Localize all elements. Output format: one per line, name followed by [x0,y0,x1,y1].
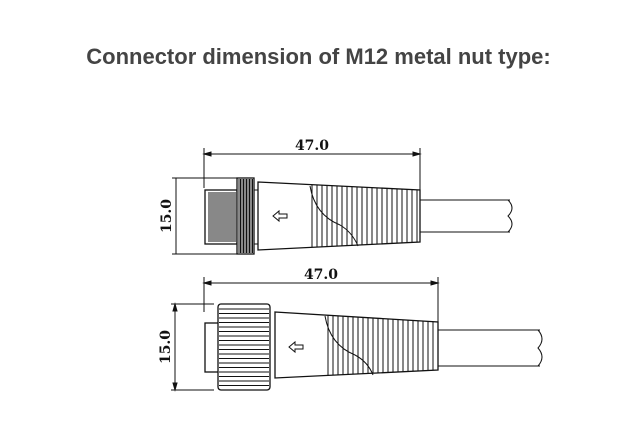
overmold-body [274,311,439,379]
arrow-left-icon [272,209,288,223]
cable [420,199,513,233]
diameter-label: 15.0 [158,330,174,364]
knurled-nut [217,303,271,391]
drawing-male: 47.0 15.0 [159,138,513,255]
diameter-label: 15.0 [159,199,175,233]
length-dimension-line [202,277,440,322]
socket-face [204,322,220,373]
cable [438,329,543,367]
length-label: 47.0 [295,138,329,154]
diameter-dimension-line [172,177,237,255]
overmold-body [257,181,421,251]
page-title: Connector dimension of M12 metal nut typ… [86,44,551,69]
rib-boundary [324,315,374,376]
diameter-dimension-line [171,302,214,392]
length-label: 47.0 [304,267,338,283]
drawing-female: 47.0 15.0 [158,267,543,392]
rib-boundary [309,185,359,247]
length-dimension-line [202,148,422,190]
arrow-left-icon [288,340,304,354]
